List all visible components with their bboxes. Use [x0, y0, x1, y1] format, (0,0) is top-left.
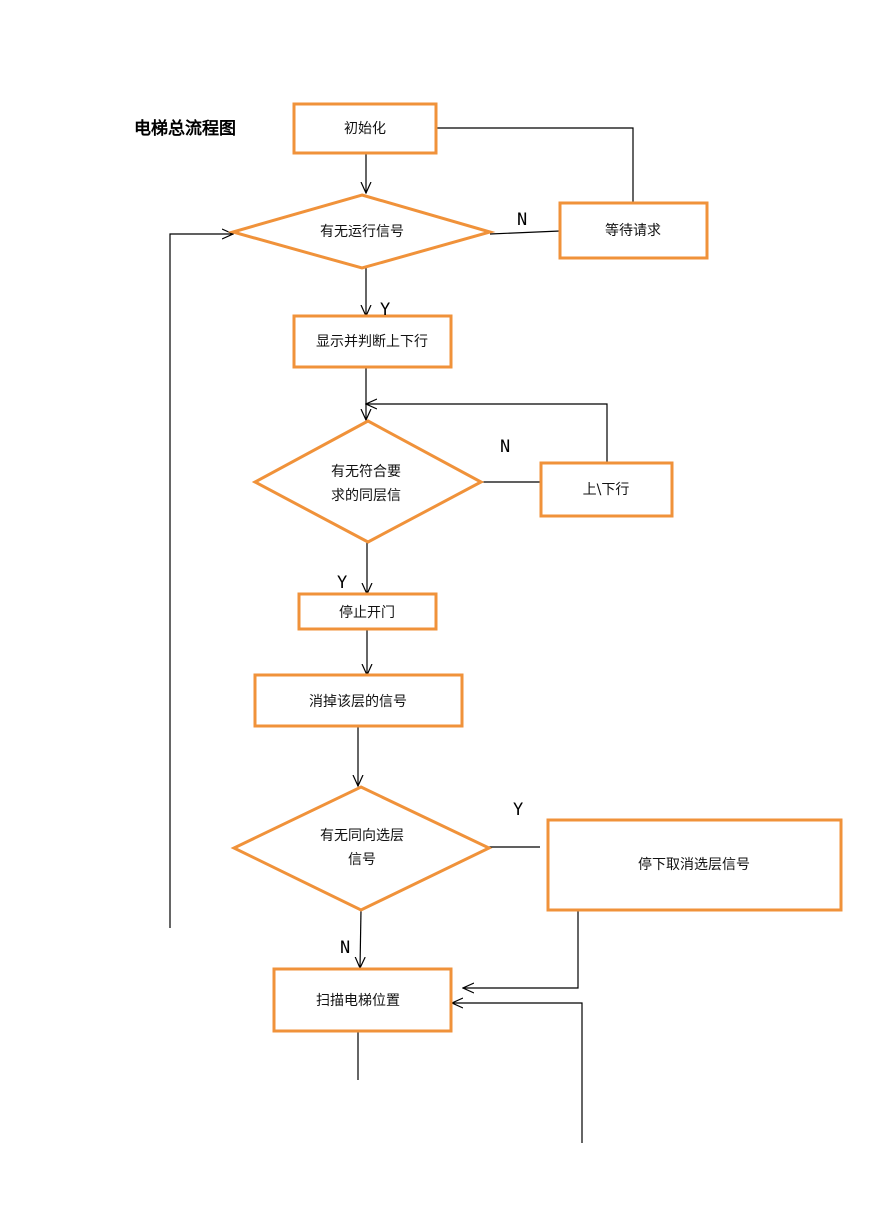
node-init: 初始化	[292, 102, 438, 155]
node-show-judge-label: 显示并判断上下行	[316, 334, 428, 350]
node-same-dir-signal-line1: 有无同向选层	[320, 828, 404, 844]
label-run-yes: Y	[380, 300, 390, 320]
node-scan-position: 扫描电梯位置	[272, 967, 453, 1033]
label-floor-yes: Y	[337, 573, 347, 593]
node-clear-signal-label: 消掉该层的信号	[309, 694, 407, 710]
node-show-judge: 显示并判断上下行	[292, 314, 453, 369]
node-up-down-label: 上\下行	[583, 482, 630, 498]
node-same-floor-signal-line2: 求的同层信	[331, 488, 401, 504]
node-clear-signal: 消掉该层的信号	[253, 673, 464, 728]
node-same-dir-signal: 有无同向选层 信号	[230, 785, 493, 912]
edge-external-to-scan	[452, 1003, 583, 1143]
node-wait-request: 等待请求	[558, 201, 709, 260]
node-stop-cancel: 停下取消选层信号	[546, 818, 843, 912]
label-floor-no: N	[500, 437, 510, 457]
node-up-down: 上\下行	[539, 461, 674, 518]
node-scan-position-label: 扫描电梯位置	[316, 993, 400, 1009]
node-stop-open-label: 停止开门	[339, 604, 395, 621]
node-has-run-signal: 有无运行信号	[227, 193, 496, 270]
label-run-no: N	[517, 210, 527, 230]
edge-main-loop	[169, 234, 233, 928]
edge-run-no	[489, 230, 561, 235]
edge-updown-loop	[366, 404, 608, 463]
label-dir-no: N	[340, 938, 350, 958]
node-wait-request-label: 等待请求	[605, 222, 661, 239]
edge-dir-no	[360, 909, 361, 968]
node-stop-open: 停止开门	[297, 592, 438, 631]
node-same-dir-signal-line2: 信号	[348, 852, 376, 868]
label-dir-yes: Y	[513, 800, 523, 820]
node-init-label: 初始化	[344, 120, 386, 137]
diagram-title: 电梯总流程图	[134, 118, 236, 139]
edge-init-to-wait	[436, 127, 634, 203]
edge-cancel-to-scan	[463, 910, 579, 988]
node-same-floor-signal: 有无符合要 求的同层信	[251, 419, 485, 544]
node-stop-cancel-label: 停下取消选层信号	[638, 856, 750, 873]
node-has-run-signal-label: 有无运行信号	[320, 224, 404, 240]
node-same-floor-signal-line1: 有无符合要	[331, 464, 401, 480]
